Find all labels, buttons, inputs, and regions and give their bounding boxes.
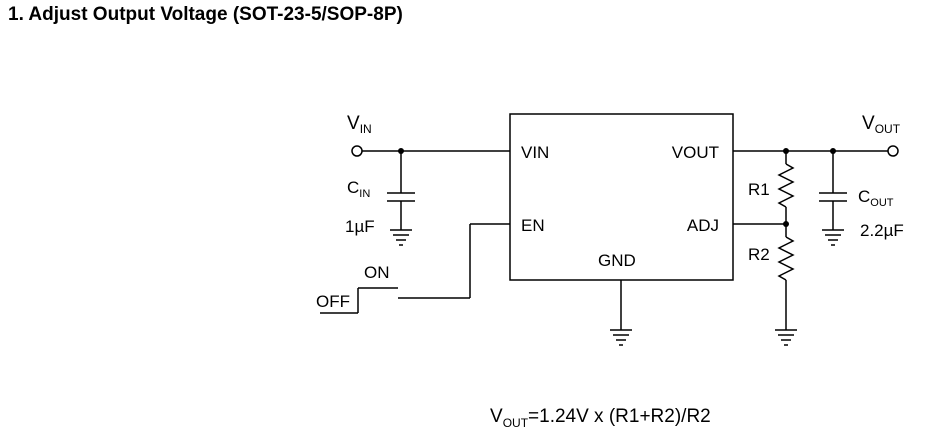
ic-ground-icon [610,329,632,346]
ic-pin-adj: ADJ [687,216,719,235]
cout-label: COUT [858,187,894,209]
cin-value: 1µF [345,217,375,236]
vout-formula: VOUT=1.24V x (R1+R2)/R2 [490,406,711,430]
r2-label: R2 [748,245,770,264]
cin-label: CIN [347,178,370,200]
vout-label: VOUT [862,113,901,136]
r2-ground-icon [775,329,797,346]
r1-resistor [777,151,795,224]
cout-ground-icon [822,229,844,246]
ic-pin-vout: VOUT [672,143,719,162]
on-off-switch-icon [320,287,398,314]
ic-pin-en: EN [521,216,545,235]
ic-pin-vin: VIN [521,143,549,162]
ic-pin-gnd: GND [598,251,636,270]
vout-terminal [887,145,899,157]
cout-capacitor [819,151,847,230]
cout-value: 2.2µF [860,221,904,240]
vin-terminal [351,145,363,157]
cin-ground-icon [390,229,412,246]
r2-resistor [777,224,795,330]
switch-off-label: OFF [316,292,350,311]
switch-on-label: ON [364,263,390,282]
vin-label: VIN [347,113,372,136]
page-title: 1. Adjust Output Voltage (SOT-23-5/SOP-8… [8,4,403,25]
r1-label: R1 [748,180,770,199]
cin-capacitor [387,151,415,230]
